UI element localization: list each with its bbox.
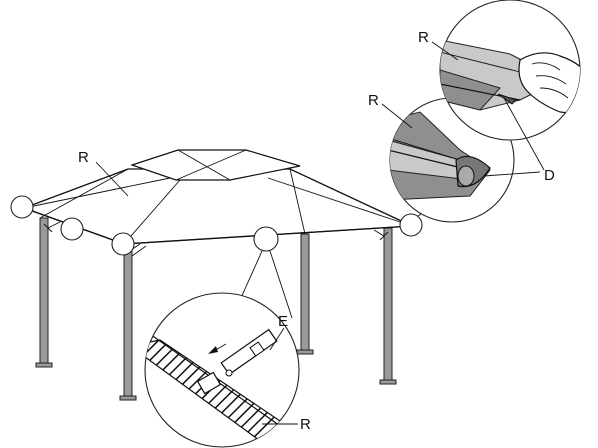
leader-r-main xyxy=(95,161,129,197)
label-d-group: D xyxy=(483,97,555,184)
bracket xyxy=(373,229,389,241)
detail-middle: R xyxy=(368,92,515,223)
post-back-left xyxy=(39,217,49,367)
roof-back-lines xyxy=(39,168,306,235)
marker-circle-left xyxy=(10,195,34,219)
gazebo: R xyxy=(10,149,431,401)
detail-top: R xyxy=(418,0,581,141)
post-front-left xyxy=(123,247,133,399)
marker-circle-left-2 xyxy=(60,217,84,241)
label-r-top: R xyxy=(418,29,429,46)
post-front-right xyxy=(383,227,393,383)
marker-circle-right xyxy=(399,213,423,237)
label-d: D xyxy=(544,167,555,184)
leader-e xyxy=(269,327,285,351)
foot xyxy=(379,379,397,385)
leader-r-top xyxy=(431,41,459,61)
roof-ridges xyxy=(23,177,413,245)
vent-lines xyxy=(175,149,247,181)
detail-bottom: E R xyxy=(144,292,311,448)
foot xyxy=(35,362,53,368)
connector-bottom xyxy=(239,250,263,301)
leader-d-top xyxy=(503,97,545,171)
label-r-main: R xyxy=(78,149,89,166)
foot xyxy=(296,349,314,355)
marker-circle-mid xyxy=(253,226,279,252)
label-e: E xyxy=(278,313,288,330)
label-r-bottom: R xyxy=(300,416,311,433)
label-r-middle: R xyxy=(368,92,379,109)
marker-circle-front xyxy=(111,232,135,256)
post-back-right xyxy=(300,233,310,353)
bracket xyxy=(43,221,61,233)
leader-r-middle xyxy=(381,103,413,129)
leader-d-middle xyxy=(483,171,541,177)
connector-bottom-2 xyxy=(269,250,293,319)
foot xyxy=(119,395,137,401)
